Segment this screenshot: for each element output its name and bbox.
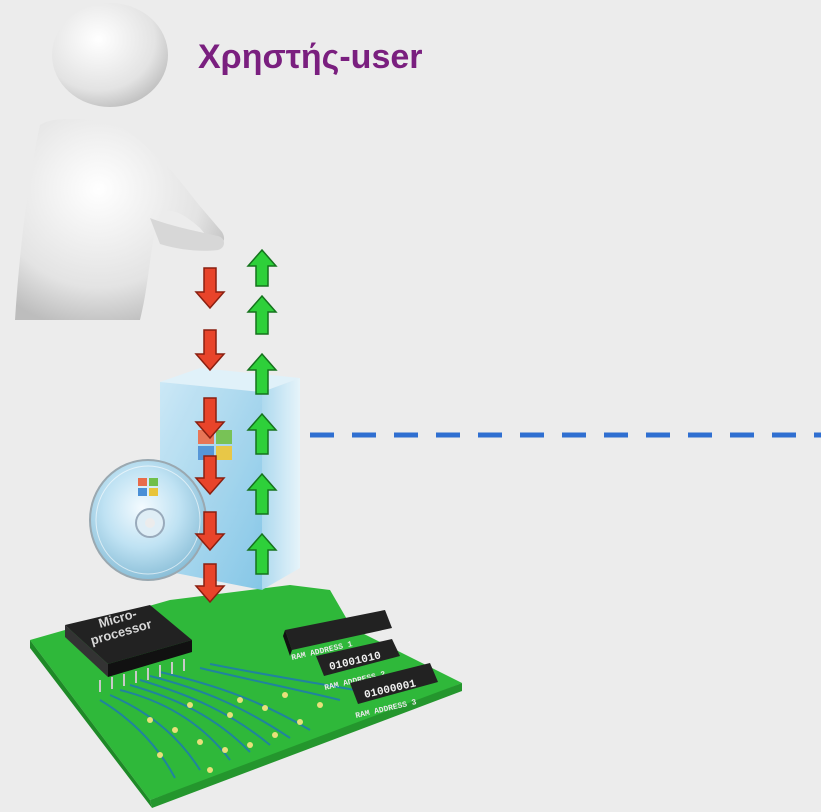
cd-logo-icon: [138, 478, 158, 496]
up-arrow-icon: [246, 532, 278, 575]
up-arrow-icon: [246, 294, 278, 335]
person-figure-icon: [15, 3, 225, 321]
up-arrow-icon: [246, 412, 278, 455]
user-label: Χρηστής-user: [198, 38, 423, 76]
up-arrow-icon: [246, 352, 278, 395]
down-arrow-icon: [194, 397, 226, 440]
up-arrows: [246, 248, 278, 575]
ram-module-2: 01001010 RAM ADDRESS 2: [316, 639, 400, 693]
down-arrow-icon: [194, 267, 226, 310]
down-arrow-icon: [194, 563, 226, 604]
cd-disc-icon: [89, 459, 207, 581]
down-arrow-icon: [194, 511, 226, 552]
down-arrows: [194, 267, 226, 604]
up-arrow-icon: [246, 248, 278, 287]
microprocessor-icon: Micro- processor: [65, 605, 192, 692]
down-arrow-icon: [194, 329, 226, 372]
up-arrow-icon: [246, 472, 278, 515]
down-arrow-icon: [194, 455, 226, 496]
